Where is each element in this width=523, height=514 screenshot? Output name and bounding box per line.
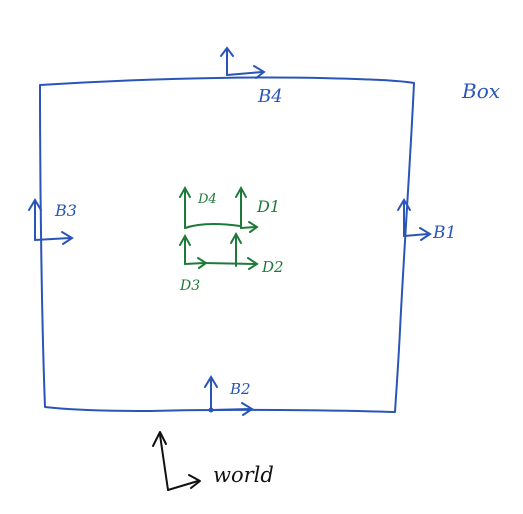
box-outline xyxy=(39,76,415,413)
d3-label: D3 xyxy=(179,278,200,294)
world-label: world xyxy=(213,463,274,487)
d2-label: D2 xyxy=(261,258,284,276)
d4-label: D4 xyxy=(197,192,217,207)
b2-origin-dot xyxy=(208,407,214,413)
box-label: Box xyxy=(461,79,500,103)
b1-frame xyxy=(397,198,432,241)
world-frame xyxy=(152,431,201,491)
b3-label: B3 xyxy=(54,201,77,220)
b3-frame xyxy=(28,198,74,245)
b4-frame xyxy=(220,46,266,79)
b4-label: B4 xyxy=(257,86,283,107)
b2-label: B2 xyxy=(229,380,251,398)
d3-frame xyxy=(179,233,208,269)
d2-frame xyxy=(203,231,259,270)
d4-frame xyxy=(179,185,241,229)
b1-label: B1 xyxy=(432,223,456,243)
d1-label: D1 xyxy=(256,197,280,216)
b2-frame xyxy=(204,375,254,416)
d1-frame xyxy=(235,185,259,233)
